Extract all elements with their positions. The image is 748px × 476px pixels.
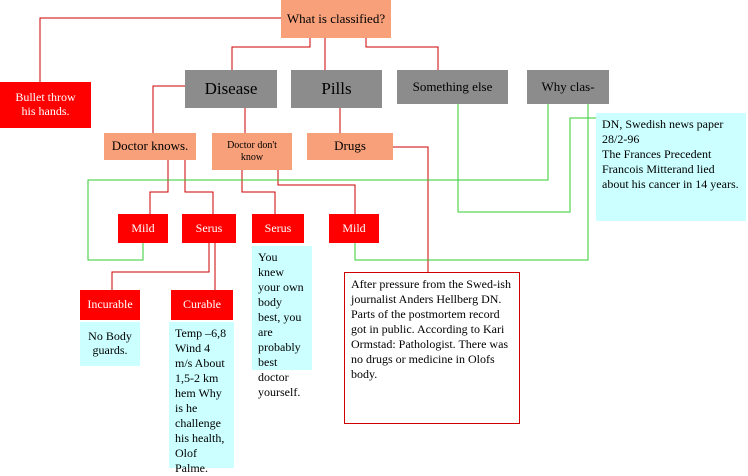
drugs-node: Drugs — [307, 133, 393, 160]
you-knew-note: You knew your own body best, you are pro… — [252, 246, 312, 399]
bullet-node: Bullet throw his hands. — [0, 82, 91, 128]
serus-leaf: Serus — [252, 214, 304, 243]
temp-note: Temp –6,8 Wind 4 m/s About 1,5-2 km hem … — [169, 322, 234, 475]
mild-leaf: Mild — [118, 214, 168, 243]
curable-leaf: Curable — [171, 290, 233, 320]
dn-note-source: DN, Swedish news paper — [602, 117, 724, 131]
something-else-node: Something else — [397, 70, 508, 104]
postmortem-note: After pressure from the Swed-ish journal… — [344, 272, 520, 424]
pills-node: Pills — [291, 70, 382, 108]
dn-note-date: 28/2-96 — [602, 132, 640, 146]
doctor-knows-node: Doctor knows. — [104, 133, 196, 160]
why-clas-node: Why clas- — [527, 70, 609, 104]
mild-leaf: Mild — [329, 214, 379, 243]
serus-leaf: Serus — [182, 214, 236, 243]
incurable-leaf: Incurable — [80, 290, 140, 320]
disease-node: Disease — [185, 70, 277, 108]
title-node: What is classified? — [281, 0, 391, 38]
dn-note-text: The Frances Precedent Francois Mitterand… — [602, 147, 739, 191]
no-guards-note: No Body guards. — [80, 322, 140, 366]
dn-note: DN, Swedish news paper 28/2-96 The Franc… — [596, 113, 746, 221]
doctor-dont-know-node: Doctor don't know — [212, 133, 292, 170]
